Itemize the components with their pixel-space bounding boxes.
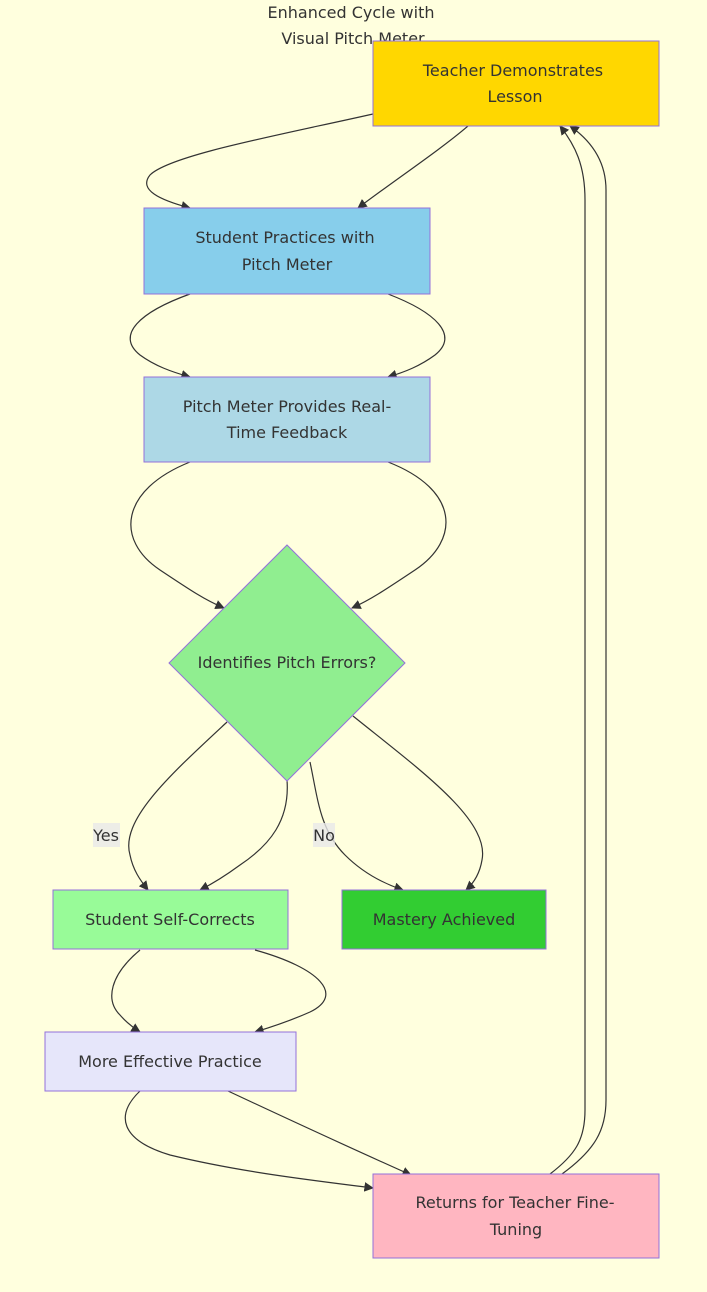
edge-practice-to-feedback-right (387, 293, 446, 380)
edge-feedback-to-decision-right (351, 461, 447, 609)
node-teacher-demonstrates: Teacher Demonstrates Lesson (372, 40, 660, 127)
edge-decision-to-mastery-right (352, 715, 484, 891)
node-effective-practice-box (44, 1031, 297, 1092)
edge-practice-to-finetuning-right (227, 1090, 412, 1176)
edge-decision-to-selfcorrect-left (128, 721, 228, 891)
node-effective-practice: More Effective Practice (44, 1031, 297, 1092)
edge-feedback-to-decision-left (130, 461, 225, 610)
node-self-corrects-label: Student Self-Corrects (85, 910, 255, 929)
node-pitch-feedback-line-1: Pitch Meter Provides Real- (183, 397, 391, 416)
node-fine-tuning-line-1: Returns for Teacher Fine- (416, 1193, 615, 1212)
node-teacher-demonstrates-box (372, 40, 660, 127)
node-pitch-feedback-box (143, 376, 431, 463)
node-student-practices-line-1: Student Practices with (195, 228, 374, 247)
node-mastery-box (341, 889, 547, 950)
node-mastery-label: Mastery Achieved (373, 910, 516, 929)
edge-decision-to-mastery-left (309, 761, 404, 892)
title-line-1: Enhanced Cycle with (268, 3, 435, 22)
node-student-practices: Student Practices with Pitch Meter (143, 207, 431, 295)
edge-practice-to-finetuning-left (124, 1090, 374, 1192)
edge-label-yes: Yes (92, 823, 120, 847)
edge-label-no-text: No (313, 826, 335, 845)
edge-finetuning-to-teacher-right (561, 125, 607, 1175)
node-student-practices-box (143, 207, 431, 295)
node-fine-tuning: Returns for Teacher Fine- Tuning (372, 1173, 660, 1259)
node-identifies-errors: Identifies Pitch Errors? (168, 544, 406, 782)
node-mastery: Mastery Achieved (341, 889, 547, 950)
node-identifies-errors-diamond (168, 544, 406, 782)
edge-teacher-to-practice-right (357, 125, 469, 209)
node-fine-tuning-box (372, 1173, 660, 1259)
node-pitch-feedback-line-2: Time Feedback (226, 423, 348, 442)
edge-label-no: No (313, 823, 335, 847)
node-teacher-demonstrates-line-1: Teacher Demonstrates (422, 61, 603, 80)
node-pitch-feedback: Pitch Meter Provides Real- Time Feedback (143, 376, 431, 463)
edge-decision-to-selfcorrect-right (199, 779, 288, 891)
node-effective-practice-label: More Effective Practice (78, 1052, 262, 1071)
node-teacher-demonstrates-line-2: Lesson (487, 87, 542, 106)
edge-label-yes-text: Yes (92, 826, 119, 845)
node-identifies-errors-label: Identifies Pitch Errors? (198, 653, 377, 672)
edge-selfcorrect-to-practice-left (111, 949, 141, 1033)
edges (111, 113, 607, 1192)
edge-teacher-to-practice-left (146, 113, 374, 211)
node-self-corrects: Student Self-Corrects (52, 889, 289, 950)
node-student-practices-line-2: Pitch Meter (242, 255, 333, 274)
edge-selfcorrect-to-practice-right (254, 949, 327, 1035)
node-fine-tuning-line-2: Tuning (489, 1220, 542, 1239)
edge-practice-to-feedback-left (129, 293, 191, 380)
node-self-corrects-box (52, 889, 289, 950)
edge-finetuning-to-teacher-left (549, 125, 586, 1175)
